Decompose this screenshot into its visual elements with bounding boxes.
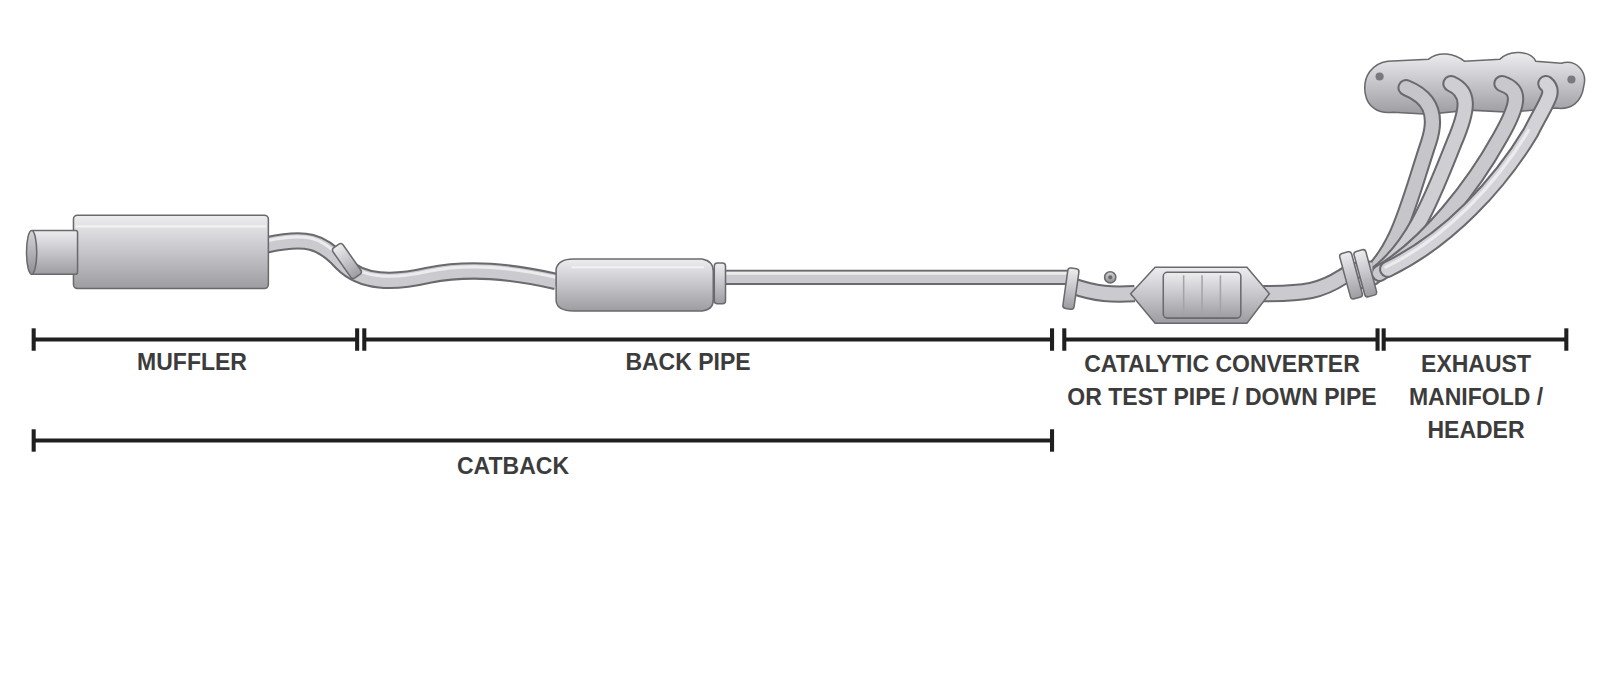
pipes-part	[267, 237, 556, 278]
catalytic-converter-part	[1163, 272, 1241, 318]
flanges-part	[1353, 249, 1377, 297]
header-flange-part	[1376, 72, 1384, 80]
dimension-brackets-part	[1050, 429, 1054, 451]
dimension-brackets-part	[1376, 328, 1380, 350]
part-label: BACK PIPE	[625, 346, 750, 379]
muffler-part	[73, 215, 268, 288]
dimension-brackets-part	[34, 338, 357, 342]
catalytic-converter-part	[1220, 275, 1222, 315]
dimension-brackets-part	[364, 338, 1052, 342]
pipes-part	[719, 272, 1071, 275]
muffler-part	[27, 230, 37, 274]
catalytic-converter-part	[1201, 275, 1203, 315]
dimension-brackets-part	[1564, 328, 1568, 350]
header-tubes-part	[1388, 84, 1550, 270]
part-label: CATALYTIC CONVERTER OR TEST PIPE / DOWN …	[1065, 348, 1380, 414]
header-flange-part	[1567, 75, 1575, 83]
flanges-part	[1063, 268, 1080, 310]
catalytic-converter-part	[1108, 275, 1112, 279]
dimension-brackets-part	[1382, 328, 1386, 350]
dimension-brackets-part	[355, 328, 359, 350]
resonator-part	[571, 266, 704, 268]
pipes-part	[719, 270, 1071, 285]
muffler-part	[31, 230, 78, 274]
dimension-brackets-part	[1384, 338, 1567, 342]
resonator	[556, 259, 713, 311]
catalytic-converter-part	[1183, 275, 1185, 315]
dimension-brackets-part	[32, 429, 36, 451]
catalytic-converter-part	[1105, 272, 1116, 283]
dimension-brackets-part	[362, 328, 366, 350]
header-tubes	[1362, 84, 1550, 281]
dimension-brackets-part	[32, 328, 36, 350]
header-tubes-part	[1388, 84, 1550, 270]
dimension-brackets-part	[1064, 338, 1377, 342]
part-label: EXHAUST MANIFOLD / HEADER	[1386, 348, 1566, 447]
pipes-part	[1071, 285, 1134, 294]
pipes-part	[1071, 285, 1134, 294]
muffler	[27, 215, 269, 288]
dimension-brackets	[34, 328, 1567, 451]
part-label: CATBACK	[457, 450, 569, 483]
catalytic-converter-part	[1131, 267, 1270, 323]
flanges-part	[331, 242, 362, 279]
pipes-part	[719, 272, 1071, 283]
part-label: MUFFLER	[137, 346, 247, 379]
catalytic-converter	[1105, 267, 1270, 323]
muffler-part	[76, 225, 267, 227]
dimension-brackets-part	[1050, 328, 1054, 350]
header-tubes-part	[1386, 131, 1529, 268]
resonator-part	[556, 259, 713, 311]
dimension-brackets-part	[34, 438, 1052, 442]
flanges-part	[714, 263, 725, 304]
dimension-brackets-part	[1062, 328, 1066, 350]
